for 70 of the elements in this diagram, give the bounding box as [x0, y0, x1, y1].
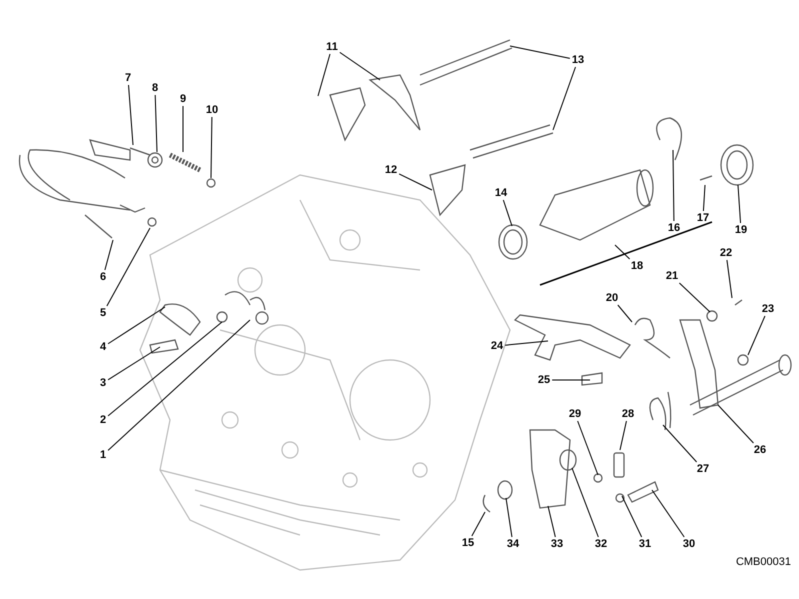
- callout-number: 32: [594, 538, 608, 550]
- callout-number: 2: [98, 414, 108, 426]
- callout-number: 10: [204, 104, 220, 116]
- leader-line: [504, 340, 548, 346]
- leader-line: [506, 498, 512, 538]
- leader-line: [678, 282, 710, 312]
- callout-number: 18: [630, 260, 644, 272]
- leader-line: [154, 94, 158, 152]
- callout-number: 23: [760, 303, 776, 315]
- drawing-code: CMB00031: [736, 556, 791, 568]
- callout-number: 4: [98, 341, 108, 353]
- leader-line: [620, 420, 627, 450]
- callout-number: 27: [696, 463, 710, 475]
- leader-line: [502, 200, 512, 226]
- leader-line: [662, 424, 698, 462]
- callout-number: 3: [98, 377, 108, 389]
- callout-number: 17: [696, 212, 710, 224]
- leader-line: [471, 512, 486, 536]
- leader-line: [339, 52, 380, 80]
- callout-number: 16: [666, 222, 682, 234]
- callout-number: 6: [98, 271, 108, 283]
- leader-line: [718, 404, 754, 444]
- leader-line: [622, 496, 642, 538]
- callout-number: 33: [550, 538, 564, 550]
- callout-number: 34: [506, 538, 520, 550]
- leader-line: [726, 260, 732, 298]
- leader-line: [182, 106, 184, 152]
- leader-line: [510, 46, 570, 59]
- callout-number: 25: [536, 374, 552, 386]
- callout-number: 11: [325, 41, 339, 53]
- leader-line: [614, 244, 630, 260]
- leader-line: [702, 184, 706, 212]
- leader-line: [738, 184, 742, 224]
- callout-number: 31: [638, 538, 652, 550]
- callout-number: 15: [460, 537, 476, 549]
- leader-line: [318, 54, 330, 96]
- callout-number: 5: [98, 307, 108, 319]
- leader-line: [128, 84, 134, 146]
- leader-line: [617, 304, 632, 322]
- callout-number: 29: [568, 408, 582, 420]
- callout-number: 22: [718, 247, 734, 259]
- callout-number: 14: [494, 187, 508, 199]
- callout-number: 26: [752, 444, 768, 456]
- leader-line: [398, 173, 432, 190]
- callout-number: 7: [124, 72, 132, 84]
- leader-line: [108, 322, 222, 416]
- leader-line: [748, 316, 766, 356]
- callout-number: 21: [664, 270, 680, 282]
- callout-number: 13: [570, 54, 586, 66]
- callout-number: 24: [490, 340, 504, 352]
- leader-line: [108, 306, 166, 344]
- leader-line: [548, 506, 556, 538]
- callout-number: 12: [384, 164, 398, 176]
- leader-line: [108, 320, 250, 451]
- callout-number: 9: [178, 93, 188, 105]
- leader-line: [572, 468, 599, 538]
- callout-number: 30: [682, 538, 696, 550]
- leader-line: [577, 420, 598, 476]
- leader-line: [106, 228, 150, 306]
- callout-number: 20: [604, 292, 620, 304]
- leader-line: [672, 150, 674, 222]
- leader-line: [652, 490, 685, 538]
- callout-number: 28: [620, 408, 636, 420]
- callout-number: 1: [98, 449, 108, 461]
- leader-line: [210, 116, 212, 178]
- leader-line: [108, 346, 160, 380]
- leader-line: [552, 66, 576, 130]
- leader-line: [104, 240, 114, 270]
- callout-number: 19: [734, 224, 748, 236]
- callout-number: 8: [150, 82, 160, 94]
